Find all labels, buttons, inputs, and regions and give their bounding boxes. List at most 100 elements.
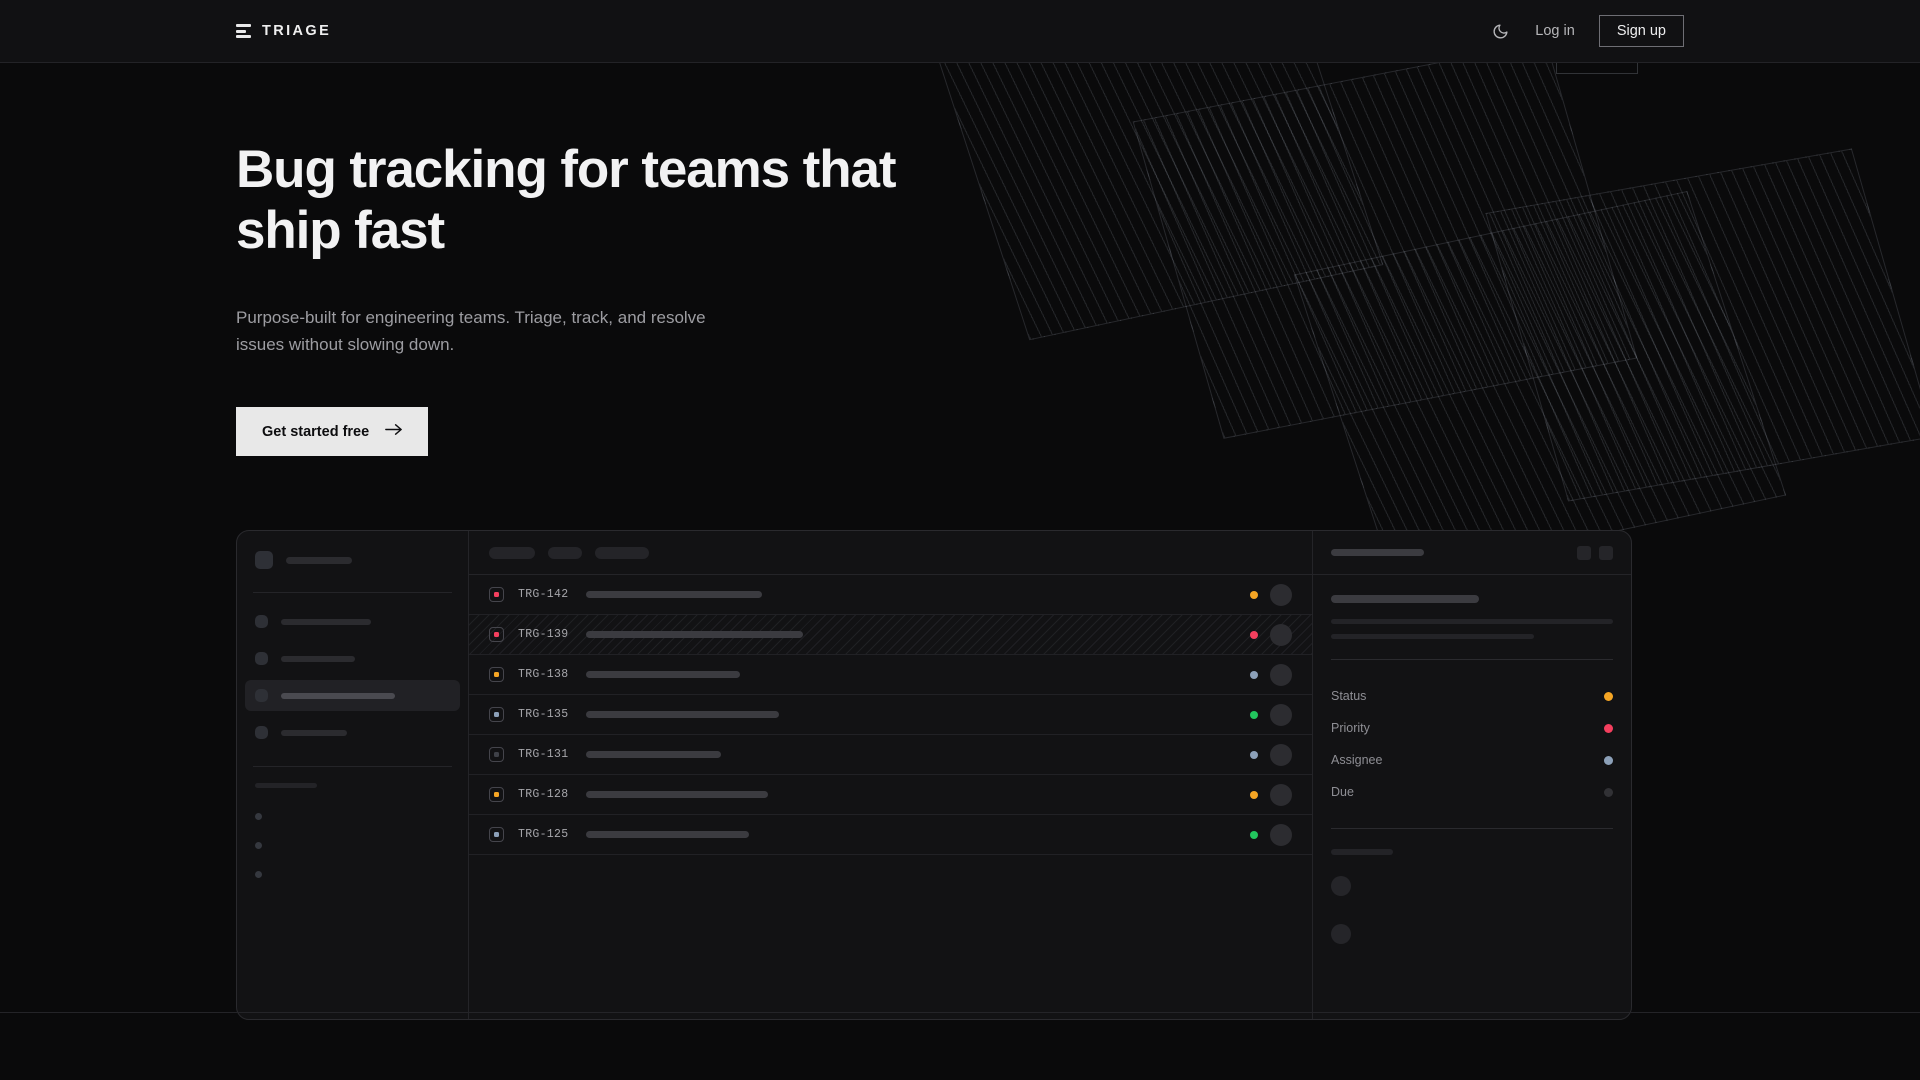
priority-dot — [494, 752, 499, 757]
preview-sidebar — [237, 531, 469, 1019]
sidebar-dot-item-3[interactable] — [255, 860, 450, 889]
sidebar-item-icon — [255, 652, 268, 665]
issue-id: TRG-125 — [518, 828, 569, 841]
meta-label-due: Due — [1331, 785, 1354, 799]
avatar — [1331, 924, 1351, 944]
moon-icon[interactable] — [1489, 20, 1511, 42]
avatar — [1270, 623, 1292, 646]
meta-label-assignee: Assignee — [1331, 753, 1383, 767]
sidebar-nav-list — [245, 593, 460, 766]
table-row[interactable]: TRG-125 — [469, 815, 1312, 855]
brand-name: TRIAGE — [262, 23, 332, 39]
detail-divider-top — [1331, 659, 1613, 660]
priority-dot — [494, 672, 499, 677]
top-navigation-bar: TRIAGE Log in Sign up — [0, 0, 1920, 63]
avatar — [1270, 583, 1292, 606]
list-item[interactable] — [1331, 867, 1613, 905]
table-row[interactable]: TRG-142 — [469, 575, 1312, 615]
arrow-right-icon — [385, 423, 403, 440]
hero-subheading: Purpose-built for engineering teams. Tri… — [236, 307, 706, 355]
priority-badge — [489, 747, 504, 762]
avatar — [1270, 743, 1292, 766]
priority-dot — [494, 712, 499, 717]
hero-heading: Bug tracking for teams that ship fast — [236, 140, 897, 261]
issue-list-toolbar — [469, 531, 1312, 575]
sidebar-item-label-placeholder — [281, 655, 355, 662]
issue-title-placeholder — [586, 671, 740, 678]
issue-id: TRG-128 — [518, 788, 569, 801]
priority-badge — [489, 827, 504, 842]
sidebar-item-label-placeholder — [281, 618, 371, 625]
sidebar-item-3-active[interactable] — [245, 680, 460, 711]
expand-icon[interactable] — [1577, 545, 1591, 560]
due-value-dot — [1604, 787, 1613, 797]
issue-id: TRG-142 — [518, 588, 569, 601]
page-bottom-divider — [0, 1012, 1920, 1013]
filter-chip-2[interactable] — [548, 546, 582, 559]
brand-logo[interactable]: TRIAGE — [236, 23, 331, 39]
sidebar-dot-item-1[interactable] — [255, 802, 450, 831]
priority-value-dot — [1604, 723, 1613, 733]
issue-title-placeholder — [586, 591, 762, 598]
issue-id: TRG-138 — [518, 668, 569, 681]
sidebar-item-label-placeholder — [281, 692, 395, 699]
priority-badge — [489, 787, 504, 802]
detail-description-line-2 — [1331, 634, 1534, 639]
detail-description-line-1 — [1331, 619, 1613, 624]
priority-dot — [494, 832, 499, 837]
meta-label-priority: Priority — [1331, 721, 1370, 735]
sidebar-item-1[interactable] — [245, 606, 460, 637]
table-row[interactable]: TRG-131 — [469, 735, 1312, 775]
sidebar-dot-item-2[interactable] — [255, 831, 450, 860]
filter-chip-3[interactable] — [595, 546, 649, 559]
sidebar-workspace-header[interactable] — [255, 551, 450, 569]
sidebar-item-4[interactable] — [245, 717, 460, 748]
sidebar-item-2[interactable] — [245, 643, 460, 674]
detail-divider-bottom — [1331, 828, 1613, 829]
more-options-icon[interactable] — [1599, 545, 1613, 560]
sidebar-item-icon — [255, 726, 268, 739]
meta-row-due[interactable]: Due — [1331, 776, 1613, 808]
status-dot — [1250, 830, 1258, 839]
status-dot — [1250, 630, 1258, 639]
sidebar-item-label-placeholder — [281, 729, 347, 736]
issue-title-placeholder — [586, 791, 768, 798]
sidebar-divider-top — [253, 592, 452, 593]
sidebar-section — [255, 767, 450, 889]
priority-badge — [489, 587, 504, 602]
meta-row-status[interactable]: Status — [1331, 680, 1613, 712]
status-dot — [1250, 750, 1258, 759]
status-dot — [1250, 590, 1258, 599]
issue-title-placeholder — [586, 831, 749, 838]
meta-row-priority[interactable]: Priority — [1331, 712, 1613, 744]
avatar — [1331, 876, 1351, 896]
stacked-bars-icon — [236, 24, 251, 38]
table-row[interactable]: TRG-128 — [469, 775, 1312, 815]
get-started-button[interactable]: Get started free — [236, 407, 429, 456]
issue-id: TRG-131 — [518, 748, 569, 761]
status-dot — [1250, 670, 1258, 679]
signup-button[interactable]: Sign up — [1598, 15, 1684, 47]
app-preview-mockup: TRG-142 TRG-139 — [236, 530, 1632, 1020]
filter-chip-1[interactable] — [489, 546, 535, 559]
table-row[interactable]: TRG-135 — [469, 695, 1312, 735]
status-value-dot — [1604, 691, 1613, 701]
table-row[interactable]: TRG-139 — [469, 615, 1312, 655]
detail-panel-header — [1313, 531, 1631, 575]
login-link[interactable]: Log in — [1535, 23, 1575, 39]
detail-title-placeholder — [1331, 595, 1479, 603]
issue-title-placeholder — [586, 711, 779, 718]
detail-panel-body: Status Priority Assignee Due — [1313, 575, 1631, 953]
priority-badge — [489, 667, 504, 682]
meta-label-status: Status — [1331, 689, 1367, 703]
workspace-name-placeholder — [286, 556, 352, 564]
table-row[interactable]: TRG-138 — [469, 655, 1312, 695]
issue-title-placeholder — [586, 751, 721, 758]
bullet-icon — [255, 871, 262, 878]
list-item[interactable] — [1331, 915, 1613, 953]
issue-list-empty-space — [469, 855, 1312, 1019]
sidebar-item-icon — [255, 689, 268, 702]
hero-section: Bug tracking for teams that ship fast Pu… — [0, 63, 1920, 456]
meta-row-assignee[interactable]: Assignee — [1331, 744, 1613, 776]
